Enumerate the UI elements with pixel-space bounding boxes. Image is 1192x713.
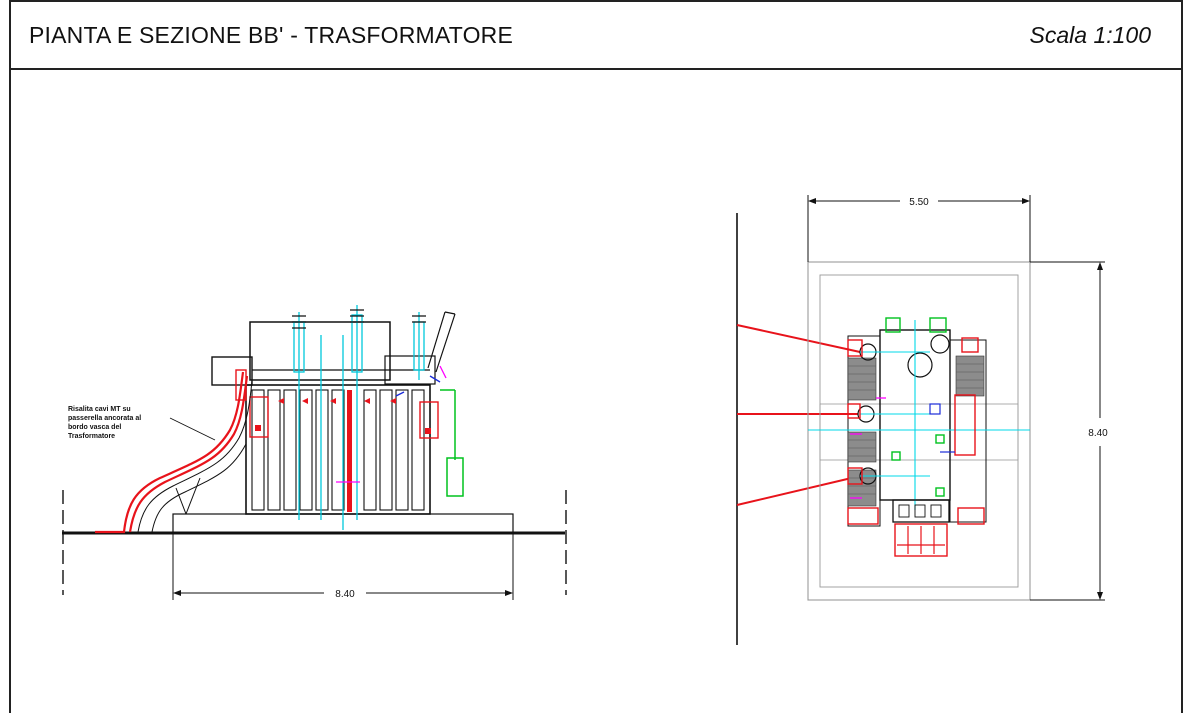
width-arrow-left: [808, 198, 816, 204]
note-line-4: Trasformatore: [68, 433, 115, 440]
tank-cover: [249, 321, 391, 381]
width-arrow-right: [1022, 198, 1030, 204]
pit-outline: [807, 261, 1031, 601]
pit-rails: [819, 403, 1019, 461]
plan-side-left: [847, 335, 881, 527]
width-dimension-label: 5.50: [909, 197, 929, 208]
drawing-title: PIANTA E SEZIONE BB' - TRASFORMATORE: [29, 22, 514, 48]
red-markers: [255, 390, 431, 512]
mt-cable-note: Risalita cavi MT su passerella ancorata …: [68, 406, 143, 440]
plan-green-parts: [885, 317, 947, 497]
note-line-2: passerella ancorata al: [68, 415, 141, 422]
cable-box-lines: [897, 526, 945, 554]
junction-box-cells: [898, 504, 942, 518]
dim-arrow-right: [505, 590, 513, 596]
conservator: [211, 356, 253, 386]
plan-view: 5.50 8.40: [736, 195, 1108, 645]
plan-magenta-parts: [850, 397, 886, 499]
note-leader: [169, 417, 216, 441]
radiator-fins: [251, 389, 425, 511]
plan-blue-parts: [929, 403, 955, 453]
magenta-details: [336, 365, 447, 483]
plan-radiators: [847, 355, 985, 507]
mt-cable-riser: [95, 371, 249, 534]
plan-axes: [808, 320, 1030, 510]
green-equipment: [440, 389, 464, 497]
drawing-scale: Scala 1:100: [1029, 22, 1151, 48]
plan-red-flanges: [847, 337, 985, 525]
note-line-3: bordo vasca del: [68, 424, 121, 431]
note-line-1: Risalita cavi MT su: [68, 406, 131, 413]
pit-inner-outline: [819, 274, 1019, 588]
dim-arrow-left: [173, 590, 181, 596]
plan-cable-box: [894, 523, 948, 557]
blue-details: [395, 375, 441, 397]
plan-cables: [736, 324, 861, 506]
title-bar: PIANTA E SEZIONE BB' - TRASFORMATORE Sca…: [11, 2, 1181, 70]
cable-tray: [137, 379, 253, 533]
plan-junction-box: [892, 499, 950, 523]
plan-side-right: [949, 339, 987, 523]
length-arrow-bottom: [1097, 592, 1103, 600]
length-arrow-top: [1097, 262, 1103, 270]
hv-bushings: [293, 305, 425, 530]
base-dimension-label: 8.40: [335, 589, 355, 600]
section-view: 8.40: [62, 305, 567, 600]
bushing-insulators: [292, 309, 456, 373]
drawing-sheet: PIANTA E SEZIONE BB' - TRASFORMATORE Sca…: [9, 0, 1183, 713]
length-dimension-label: 8.40: [1088, 428, 1108, 439]
transformer-tank: [245, 384, 431, 515]
